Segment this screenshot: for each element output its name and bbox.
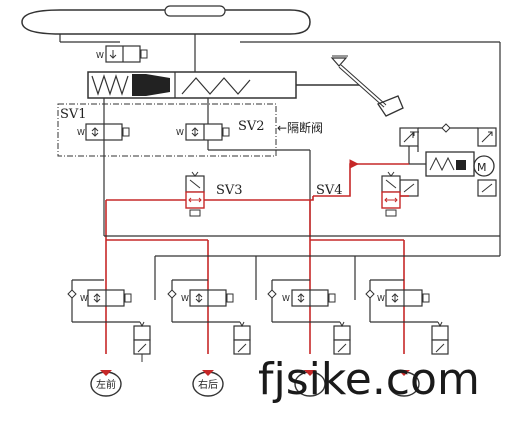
wheel-channel-3: W (267, 279, 351, 355)
isolation-valve-label: ←隔断阀 (277, 120, 323, 135)
svg-text:W: W (77, 128, 85, 137)
wheel-3 (294, 370, 326, 397)
wheel-channel-2: W (167, 279, 251, 355)
wheel-4 (388, 370, 420, 397)
svg-text:W: W (176, 128, 184, 137)
isolation-valve-group (57, 103, 277, 157)
site-watermark: fjsike.com (258, 354, 480, 405)
valve-sv3 (185, 171, 205, 217)
sv4-label: SV4 (316, 183, 343, 198)
wheel-channel-4: W (365, 279, 449, 355)
brake-pedal (330, 55, 404, 117)
motor-m: M (477, 161, 487, 174)
sv2-label: SV2 (238, 119, 265, 134)
return-lines (104, 235, 500, 300)
valve-w-label: W (96, 51, 104, 60)
wheel-rear-right-label: 右后 (198, 378, 218, 391)
svg-text:W: W (282, 294, 290, 303)
brake-fluid-reservoir (21, 5, 501, 256)
reservoir-valve: W (96, 45, 148, 63)
master-cylinder (87, 71, 360, 99)
svg-text:W: W (181, 294, 189, 303)
valve-sv2: W (176, 123, 230, 141)
wheel-rear-right: 右后 (192, 370, 224, 397)
wheel-front-left-label: 左前 (96, 378, 116, 391)
valve-sv4 (381, 171, 401, 217)
sv1-label: SV1 (60, 107, 87, 122)
svg-text:W: W (377, 294, 385, 303)
sv3-label: SV3 (216, 183, 243, 198)
wheel-channel-1: W (67, 279, 151, 362)
pump-motor-unit: M (399, 123, 497, 197)
svg-text:W: W (80, 294, 88, 303)
valve-sv1: W (77, 123, 130, 141)
wheel-front-left: 左前 (90, 370, 122, 397)
pressure-lines (105, 163, 409, 354)
